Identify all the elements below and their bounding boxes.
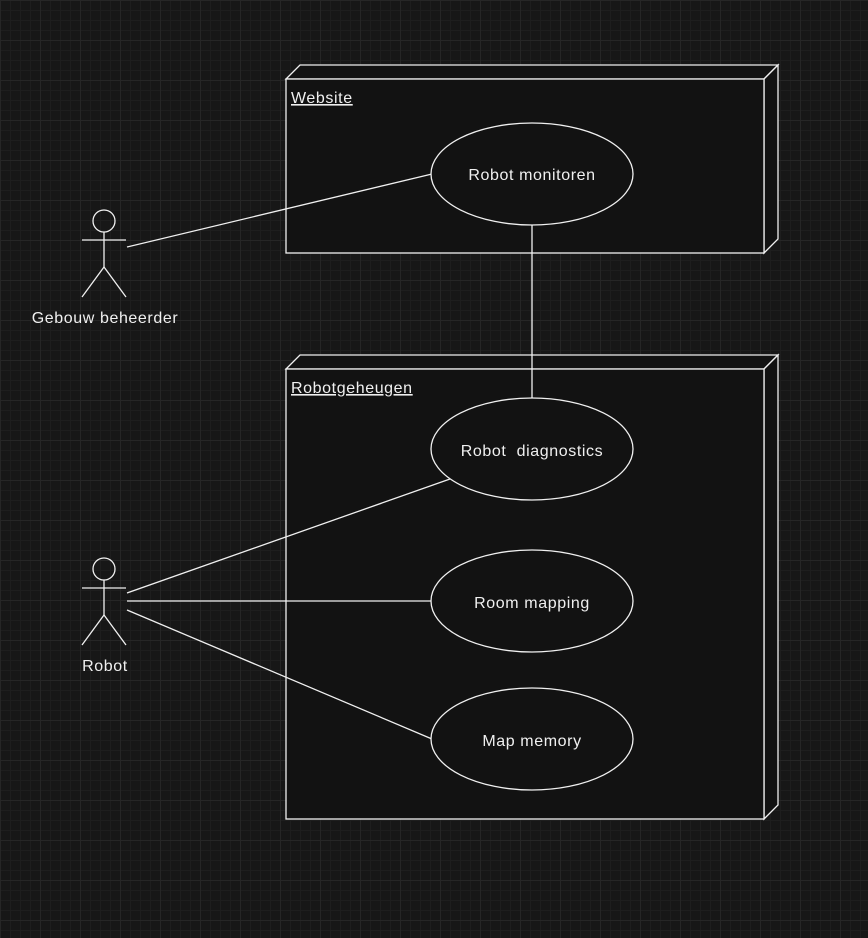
use-case-ellipse (430, 687, 634, 791)
use-case-ellipse (430, 122, 634, 226)
use-case-room-mapping[interactable]: Room mapping (430, 549, 634, 653)
use-case-map-memory[interactable]: Map memory (430, 687, 634, 791)
node-website-side-face (763, 63, 779, 255)
association-robot-diagnostics[interactable] (126, 478, 451, 594)
use-case-label: Robot monitoren (468, 167, 595, 184)
actor-label: Robot (82, 658, 128, 675)
node-robotgeheugen-side-face (763, 353, 779, 821)
association-beheerder-monitoren[interactable] (126, 173, 433, 248)
node-website-label: Website (291, 90, 353, 107)
association-robot-memory[interactable] (126, 609, 433, 740)
actor-left-leg (81, 266, 105, 298)
use-case-ellipse (430, 397, 634, 501)
use-case-label: Map memory (482, 733, 581, 750)
actor-gebouw-beheerder[interactable]: Gebouw beheerder (32, 209, 179, 327)
use-case-ellipse (430, 549, 634, 653)
actor-left-leg (81, 614, 105, 646)
actor-right-leg (103, 614, 127, 646)
use-case-label: Room mapping (474, 595, 590, 612)
actor-head-icon (92, 209, 116, 233)
actor-label: Gebouw beheerder (32, 310, 179, 327)
actor-right-leg (103, 266, 127, 298)
actor-robot[interactable]: Robot (81, 557, 128, 675)
node-website-top-face (284, 64, 780, 80)
actor-head-icon (92, 557, 116, 581)
use-case-robot-diagnostics[interactable]: Robot diagnostics (430, 397, 634, 501)
node-robotgeheugen-label: Robotgeheugen (291, 380, 413, 397)
use-case-robot-monitoren[interactable]: Robot monitoren (430, 122, 634, 226)
use-case-label: Robot diagnostics (461, 443, 603, 460)
